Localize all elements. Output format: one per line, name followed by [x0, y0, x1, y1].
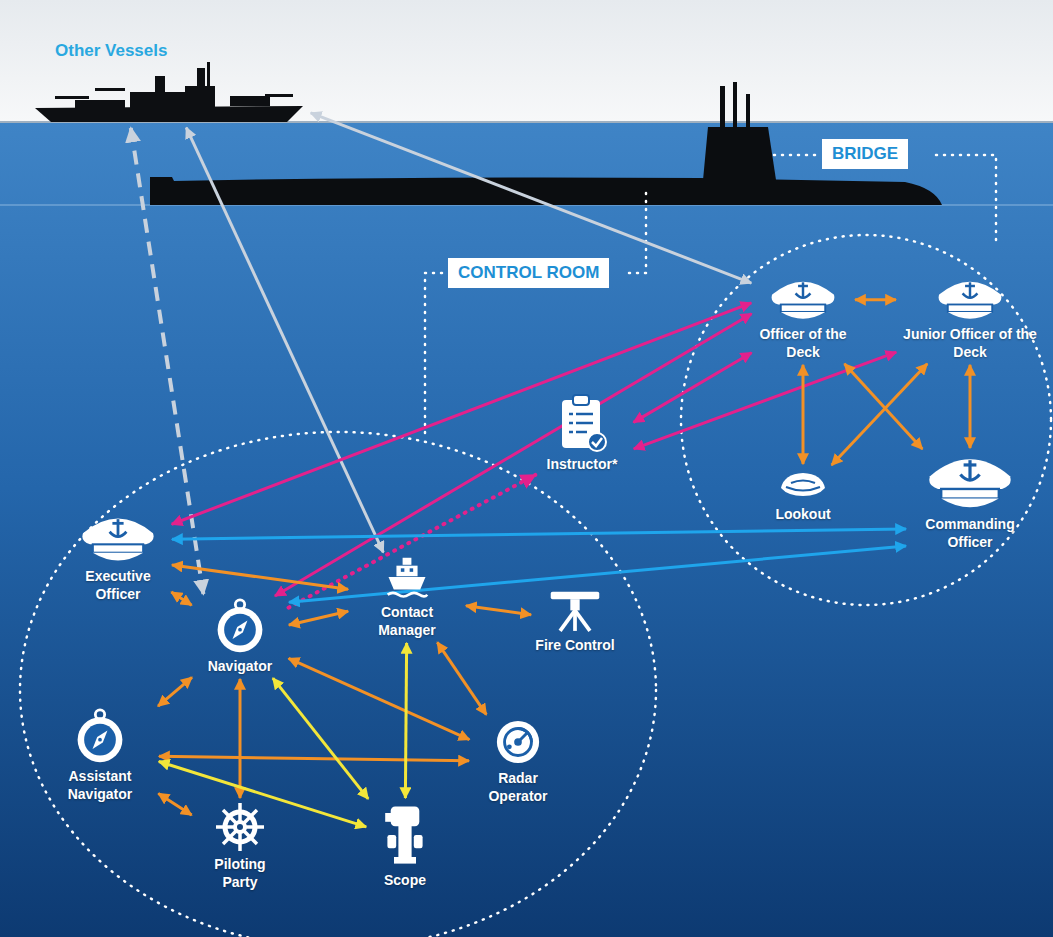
vessel-silhouette — [35, 62, 303, 124]
role-label: Other Vessels — [35, 40, 307, 62]
communication-arrow — [159, 761, 366, 826]
role-label: Lookout — [763, 505, 843, 523]
role-node: Piloting Party — [195, 802, 285, 891]
communication-arrow — [437, 642, 486, 714]
contact-icon — [385, 556, 429, 600]
role-label: Piloting Party — [195, 855, 285, 891]
officer-icon — [900, 276, 1040, 322]
role-label: Executive Officer — [68, 567, 168, 603]
role-label: Junior Officer of the Deck — [900, 325, 1040, 361]
role-node: Assistant Navigator — [45, 708, 155, 803]
role-node: Junior Officer of the Deck — [900, 276, 1040, 361]
role-node: Lookout — [763, 468, 843, 523]
fire-control-icon — [547, 588, 603, 633]
wheel-icon — [215, 802, 265, 852]
role-label: Radar Operator — [473, 769, 563, 805]
communication-arrow — [289, 611, 348, 625]
communication-arrow — [855, 298, 896, 301]
control-room-region — [20, 432, 656, 937]
role-node: Contact Manager — [352, 556, 462, 639]
officer-icon — [922, 452, 1018, 512]
scope-icon — [370, 802, 440, 868]
communication-arrow — [186, 128, 383, 553]
area-label: BRIDGE — [822, 139, 908, 169]
communication-arrow — [172, 529, 906, 539]
lookout-icon — [763, 468, 843, 502]
communication-arrow — [405, 643, 406, 798]
role-node: Radar Operator — [473, 718, 563, 805]
communication-arrow — [239, 679, 242, 798]
instructor-icon — [534, 392, 630, 452]
role-label: Assistant Navigator — [45, 767, 155, 803]
communication-arrow — [172, 303, 752, 524]
role-label: Officer of the Deck — [755, 325, 851, 361]
compass-icon — [45, 708, 155, 764]
communication-arrow — [802, 365, 805, 464]
communication-arrow — [832, 364, 928, 465]
communication-arrow — [275, 314, 752, 596]
officer-icon — [68, 512, 168, 564]
communication-arrow — [158, 793, 191, 815]
role-label: Navigator — [195, 657, 285, 675]
communication-arrow — [273, 678, 368, 799]
role-label: Commanding Officer — [910, 515, 1030, 551]
role-label: Scope — [370, 871, 440, 889]
role-node: Fire Control — [535, 588, 615, 654]
wheel-icon — [195, 802, 285, 852]
compass-icon — [212, 598, 268, 654]
area-label: CONTROL ROOM — [448, 258, 609, 288]
leader-lines — [425, 155, 996, 440]
communication-arrow — [466, 606, 531, 615]
officer-icon — [76, 512, 160, 564]
officer-icon — [933, 276, 1007, 322]
communication-arrow — [172, 565, 348, 589]
role-label: Contact Manager — [352, 603, 462, 639]
officer-icon — [766, 276, 840, 322]
contact-icon — [352, 556, 462, 600]
role-node: Executive Officer — [68, 512, 168, 603]
communication-arrow — [171, 592, 191, 605]
radar-icon — [473, 718, 563, 766]
instructor-icon — [557, 392, 607, 452]
role-node: Navigator — [195, 598, 285, 675]
compass-icon — [195, 598, 285, 654]
officer-icon — [755, 276, 851, 322]
vessel-silhouette — [35, 62, 307, 124]
communication-arrow — [634, 352, 896, 449]
role-node: Scope — [370, 802, 440, 889]
role-node: Commanding Officer — [910, 452, 1030, 551]
role-node: Other Vessels — [35, 40, 307, 124]
communication-arrow — [289, 658, 470, 739]
role-label: Fire Control — [535, 636, 615, 654]
compass-icon — [72, 708, 128, 764]
communication-arrow — [289, 546, 906, 602]
role-label: Instructor* — [534, 455, 630, 473]
sea — [0, 122, 1053, 937]
communication-arrow — [969, 365, 972, 448]
radar-icon — [494, 718, 542, 766]
role-node: Instructor* — [534, 392, 630, 473]
communication-arrow — [159, 756, 469, 760]
communication-arrow — [131, 128, 204, 594]
officer-icon — [910, 452, 1030, 512]
communication-arrow — [844, 364, 922, 449]
sky — [0, 0, 1053, 122]
lookout-icon — [778, 468, 828, 502]
communication-arrow — [158, 677, 192, 706]
submarine-silhouette — [150, 82, 942, 205]
role-node: Officer of the Deck — [755, 276, 851, 361]
fire-control-icon — [535, 588, 615, 633]
scope-icon — [383, 802, 427, 868]
